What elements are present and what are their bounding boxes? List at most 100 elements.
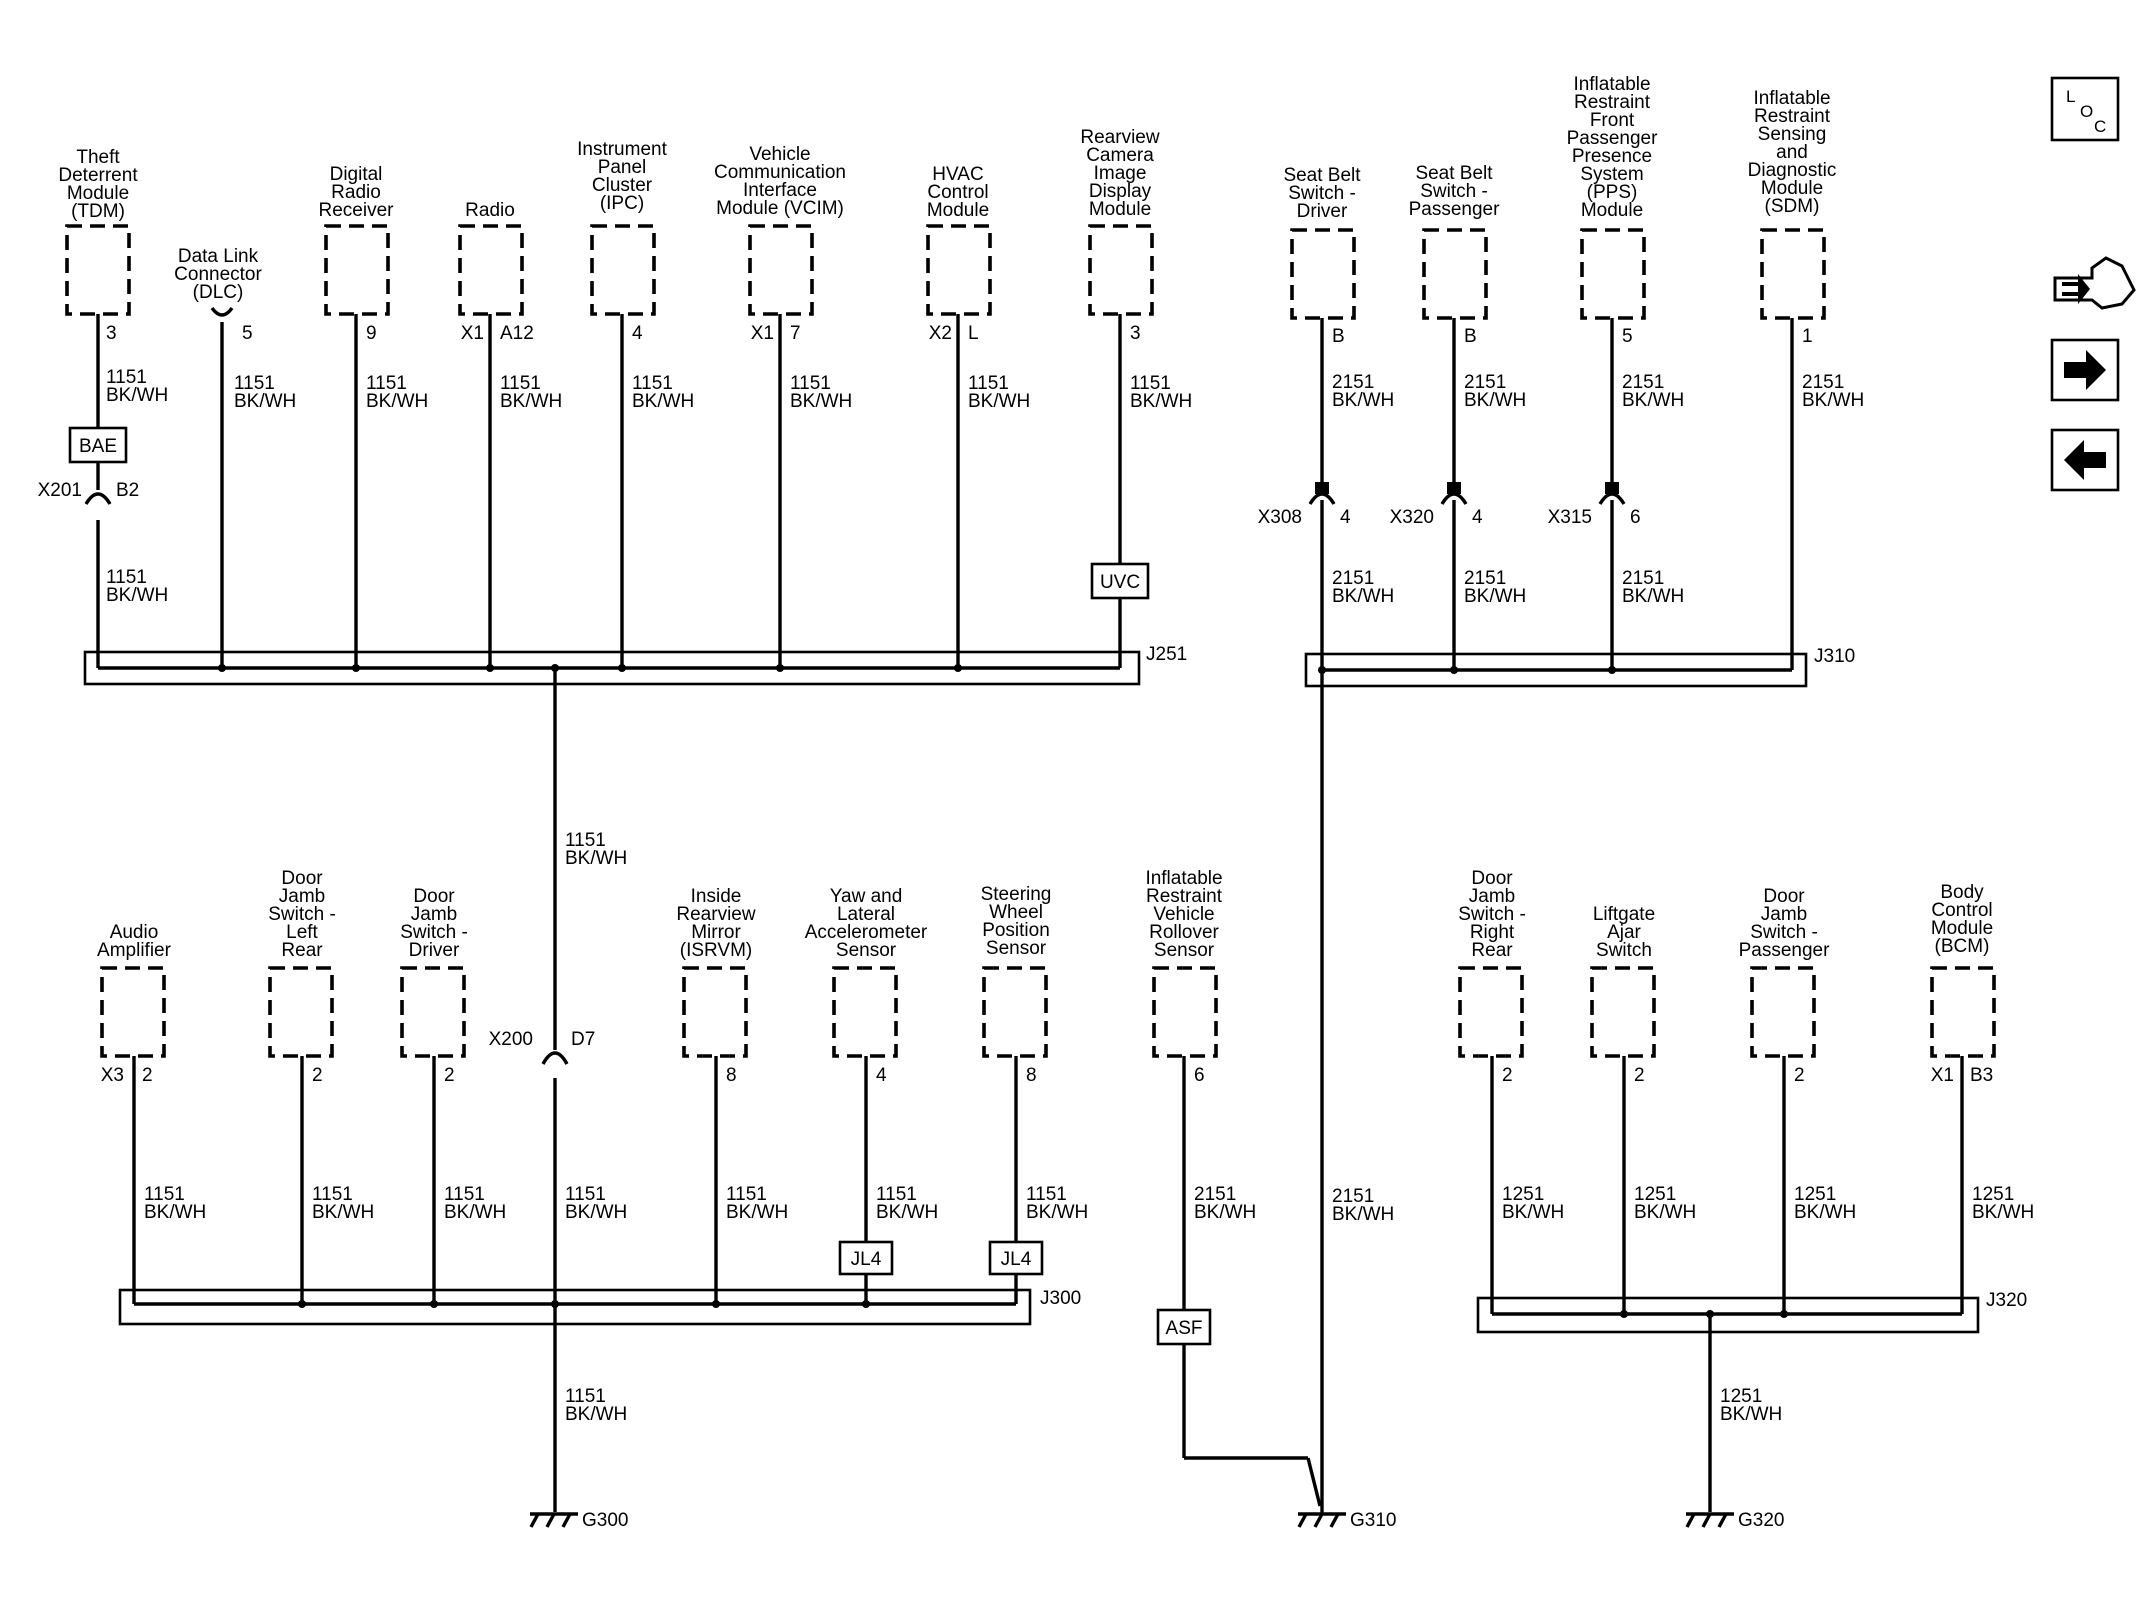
previous-page-button[interactable]: [2050, 428, 2120, 492]
inline-connector-x320: X320 4: [1390, 492, 1483, 528]
wires-j320: [1490, 1056, 1964, 1512]
svg-text:1: 1: [1802, 326, 1813, 347]
arrow-right-icon: [2064, 350, 2106, 390]
svg-text:G320: G320: [1738, 1510, 1784, 1531]
svg-text:2: 2: [142, 1065, 153, 1086]
svg-text:X200: X200: [489, 1029, 533, 1050]
svg-text:JL4: JL4: [1001, 1249, 1032, 1270]
svg-text:3: 3: [106, 323, 117, 344]
dlc-connector-icon: [210, 306, 234, 317]
next-page-button[interactable]: [2050, 338, 2120, 402]
svg-text:4: 4: [632, 323, 643, 344]
svg-text:A12: A12: [500, 323, 534, 344]
inline-connector-x200: X200 D7: [489, 1029, 595, 1065]
svg-text:J300: J300: [1040, 1288, 1081, 1309]
splice-pack-j310: J310: [1304, 646, 1855, 688]
loc-button[interactable]: L O C: [2050, 76, 2120, 142]
inline-connector-x315: X315 6: [1548, 492, 1641, 528]
svg-text:L: L: [2066, 87, 2075, 106]
svg-text:G300: G300: [582, 1510, 628, 1531]
svg-text:J310: J310: [1814, 646, 1855, 667]
svg-text:4: 4: [1472, 507, 1483, 528]
svg-text:3: 3: [1130, 323, 1141, 344]
ground-g310: G310: [1297, 1510, 1396, 1531]
svg-text:O: O: [2080, 102, 2093, 121]
connector-view-icon[interactable]: [2053, 256, 2136, 310]
option-jl4-yaw: JL4: [838, 1240, 894, 1276]
svg-text:X1: X1: [1931, 1065, 1954, 1086]
svg-text:J320: J320: [1986, 1290, 2027, 1311]
svg-text:X201: X201: [38, 480, 82, 501]
svg-text:G310: G310: [1350, 1510, 1396, 1531]
svg-text:D7: D7: [571, 1029, 595, 1050]
wires-j300: [132, 1056, 1018, 1308]
svg-text:B3: B3: [1970, 1065, 1993, 1086]
splice-pack-j300: J300: [118, 1288, 1081, 1326]
svg-text:UVC: UVC: [1100, 572, 1140, 593]
ground-g320: G320: [1685, 1510, 1784, 1531]
svg-text:X1: X1: [751, 323, 774, 344]
arrow-left-icon: [2064, 440, 2106, 480]
svg-text:X320: X320: [1390, 507, 1434, 528]
svg-text:B2: B2: [116, 480, 139, 501]
svg-text:8: 8: [726, 1065, 737, 1086]
svg-text:7: 7: [790, 323, 801, 344]
svg-text:5: 5: [1622, 326, 1633, 347]
svg-text:5: 5: [242, 323, 253, 344]
splice-pack-j251: J251: [83, 644, 1187, 686]
svg-text:4: 4: [1340, 507, 1351, 528]
wires-j310: [1315, 318, 1794, 1488]
svg-text:2: 2: [1502, 1065, 1513, 1086]
svg-text:JL4: JL4: [851, 1249, 882, 1270]
svg-text:Radio: Radio: [465, 200, 515, 221]
